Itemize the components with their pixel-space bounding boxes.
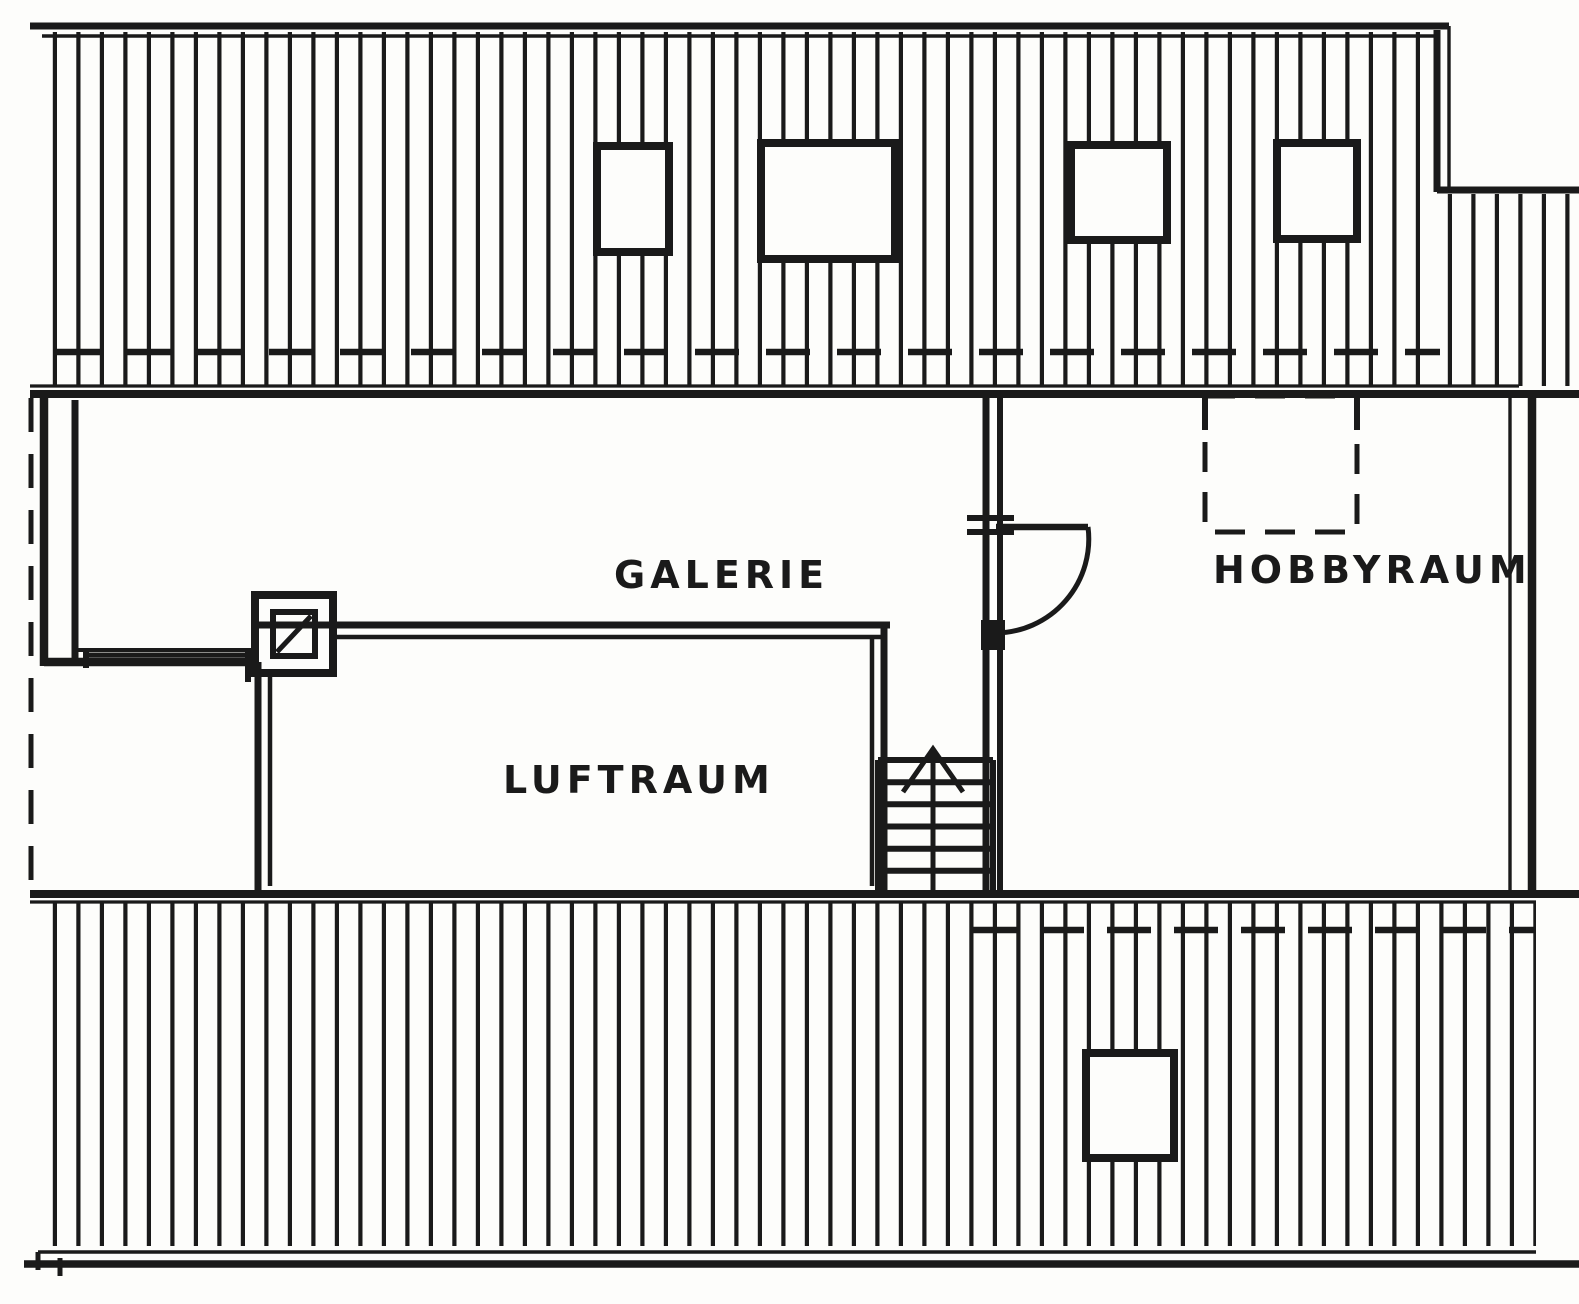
- door-swing-arc: [995, 526, 1092, 636]
- dashed-opening-rect: [1202, 393, 1360, 535]
- roof-openings: [593, 139, 1361, 263]
- door-hinge-block: [981, 620, 1005, 650]
- roof-opening: [757, 139, 899, 263]
- roof-hatch-top-right: [1447, 194, 1570, 386]
- roof-opening: [593, 142, 673, 256]
- roof-opening: [1082, 1049, 1178, 1162]
- hatch-lines: [52, 902, 1536, 1246]
- roof-hatch-top: [52, 32, 1440, 386]
- hatch-lines: [1447, 194, 1570, 386]
- stair-up-arrow: [900, 744, 966, 794]
- room-label-hobbyraum: HOBBYRAUM: [1213, 548, 1532, 592]
- roof-hatch-bottom: [52, 902, 1536, 1246]
- chimney-flue-symbol: [83, 591, 337, 682]
- hatch-lines: [52, 32, 1421, 386]
- room-label-galerie: GALERIE: [614, 553, 829, 597]
- door-swing-hobbyraum: [967, 515, 1092, 650]
- roof-openings: [1082, 1049, 1178, 1162]
- room-label-luftraum: LUFTRAUM: [503, 758, 775, 802]
- staircase: [875, 744, 996, 896]
- roof-opening: [1273, 139, 1361, 243]
- dashed-ceiling-opening: [1202, 393, 1360, 535]
- roof-opening: [1067, 141, 1171, 244]
